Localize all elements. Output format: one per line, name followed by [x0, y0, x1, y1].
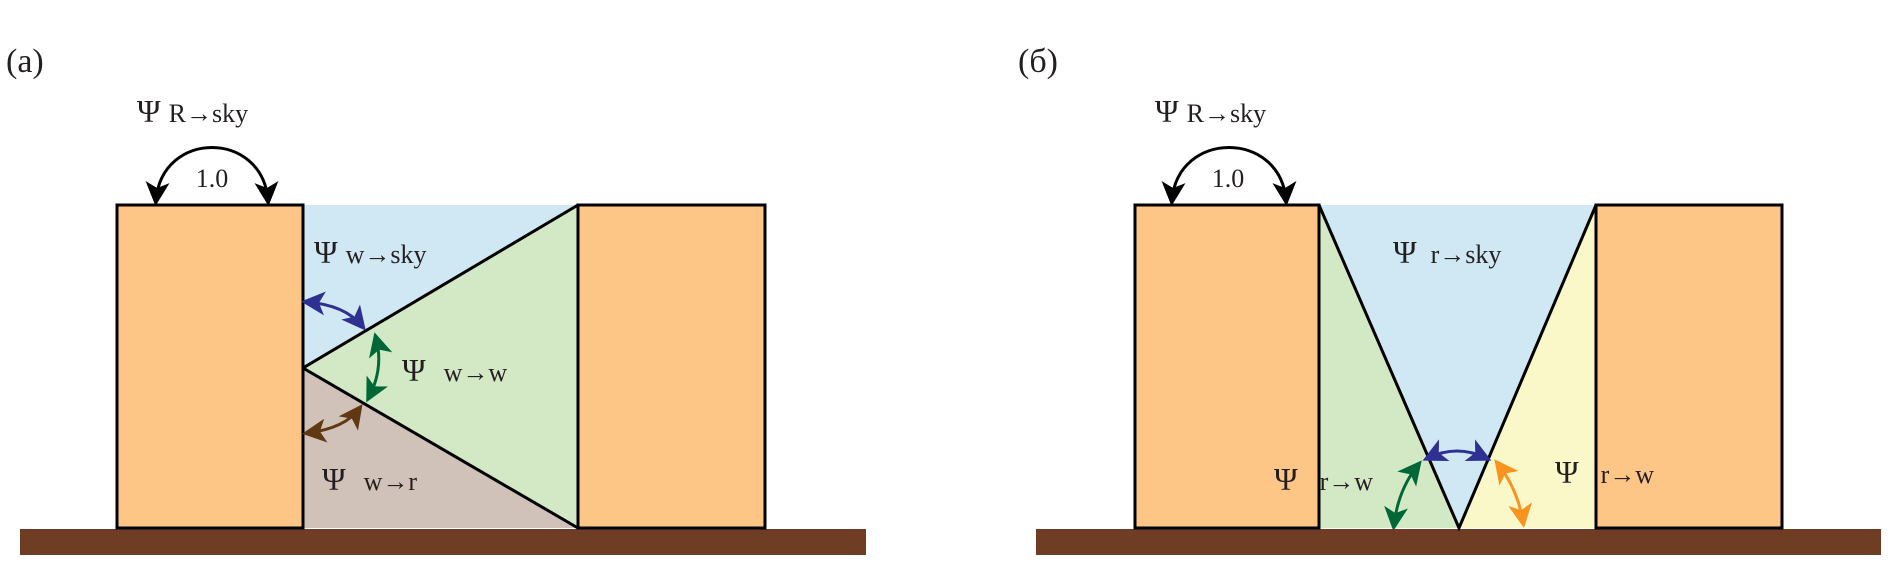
road-left-wall-arrow: [1384, 460, 1422, 531]
roof-sky-arrow: [1161, 146, 1297, 206]
panel-a-label: (a): [6, 43, 44, 80]
wall-sky-arrow: [301, 291, 366, 331]
roof-sky-value: 1.0: [1212, 164, 1245, 193]
wall-road-arrow: [302, 404, 363, 443]
roof-sky-value: 1.0: [196, 164, 229, 193]
wall-wall-arrow: [366, 332, 393, 403]
roof-sky-arrow: [145, 146, 279, 206]
opposite-wall-region: [303, 205, 578, 528]
left-building: [115, 203, 305, 530]
right-building: [1594, 203, 1784, 530]
left-building: [1133, 203, 1321, 530]
sky-region: [1319, 205, 1596, 528]
road-sky-arrow: [1422, 439, 1492, 461]
ground: [1036, 529, 1881, 555]
panel-b-label: (б): [1018, 43, 1058, 80]
right-building: [576, 203, 767, 530]
road-right-wall-arrow: [1494, 459, 1533, 528]
view-lines: [1317, 204, 1598, 532]
ground: [20, 529, 866, 555]
